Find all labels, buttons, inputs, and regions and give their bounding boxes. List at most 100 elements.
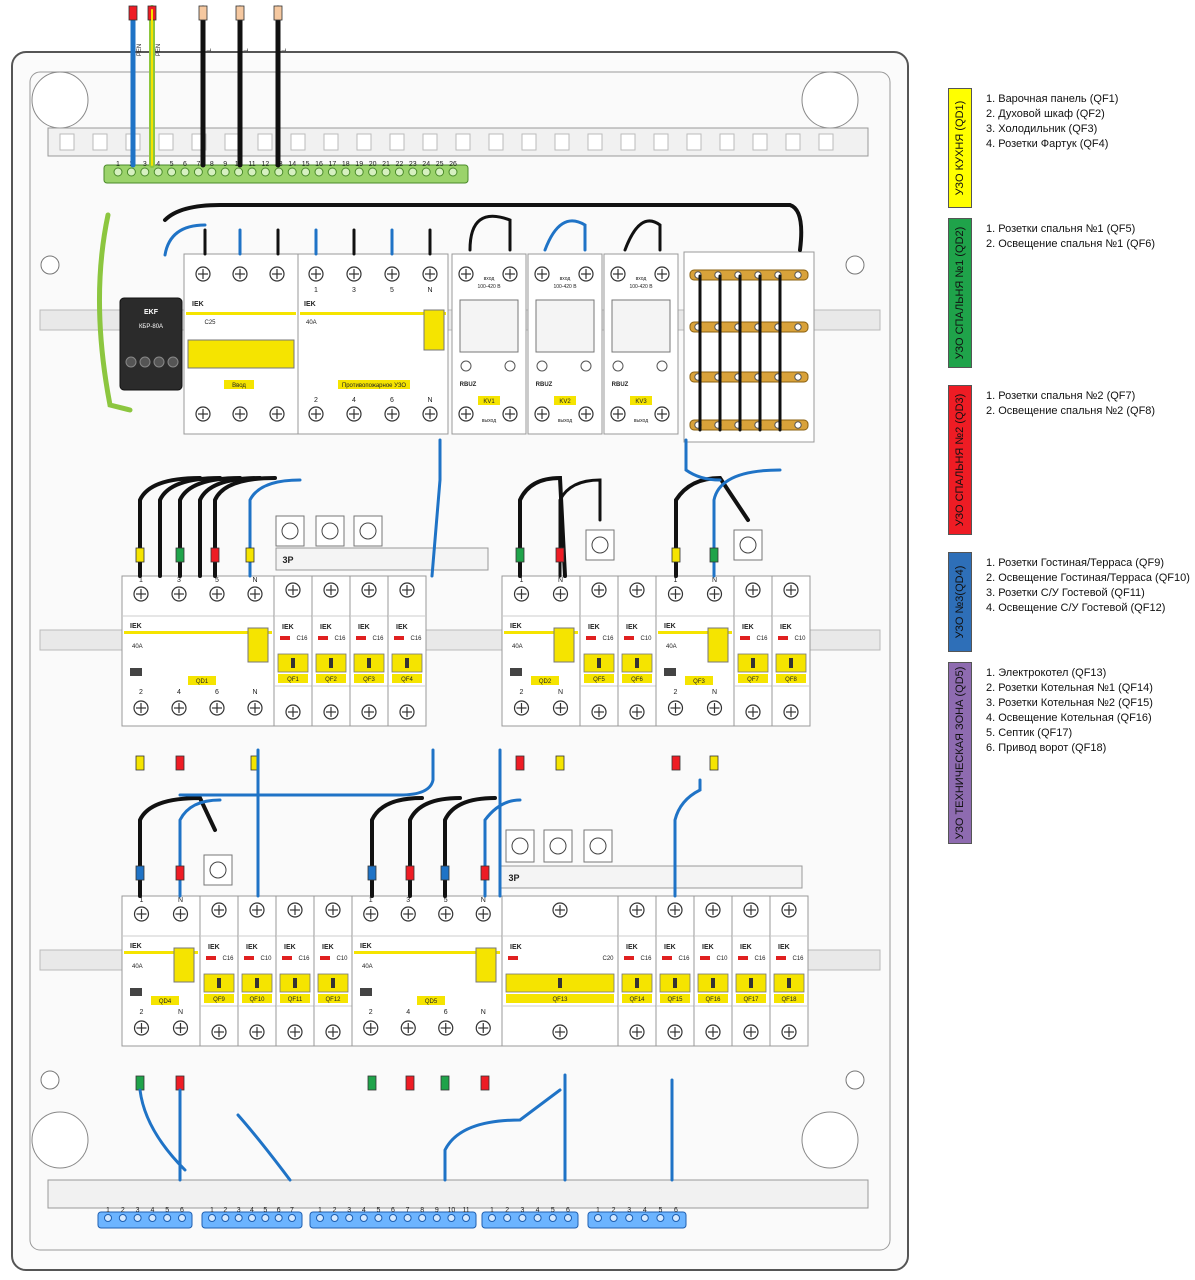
legend-item: 3. Холодильник (QF3) [986, 123, 1098, 135]
bar-number: 20 [369, 161, 377, 168]
wire-marker [175, 865, 185, 881]
rail-slot [290, 133, 306, 151]
pole-number: N [252, 689, 257, 696]
bar-screw [394, 167, 404, 177]
bar-screw [126, 167, 136, 177]
wire-marker [175, 755, 185, 771]
breaker-qf17 [731, 895, 771, 1047]
breaker-qf1 [273, 575, 313, 727]
cable-label: L [244, 48, 250, 52]
brand-logo: IEK [780, 624, 792, 631]
test-button [510, 668, 522, 676]
bar-screw [421, 167, 431, 177]
breaker-label-plate [660, 994, 690, 1003]
bar-screw [288, 1214, 296, 1222]
cable-marker [198, 5, 208, 21]
rcd-rating: 40A [512, 644, 523, 650]
bar-number: 7 [406, 1207, 410, 1214]
neutral-return [236, 1113, 292, 1182]
pole-number: N [558, 689, 563, 696]
bar-number: 8 [420, 1207, 424, 1214]
indicator [662, 956, 672, 960]
bar-screw [656, 1214, 665, 1222]
brand-logo: IEK [626, 624, 638, 631]
breaker-qf2 [311, 575, 351, 727]
brand-logo: IEK [282, 624, 294, 631]
legend-item: 3. Розетки С/У Гостевой (QF11) [986, 587, 1145, 599]
comb-busbar-3p [499, 865, 803, 889]
rail-slot [686, 133, 702, 151]
legend-item: 2. Освещение спальня №1 (QF6) [986, 238, 1156, 250]
pole-number: N [178, 897, 183, 904]
relay-out-label: выход [482, 418, 496, 424]
legend-items: 1. Розетки Гостиная/Терраса (QF9)2. Осве… [986, 556, 1190, 616]
rcd-strip [354, 951, 500, 954]
test-button [664, 668, 676, 676]
intro-brand: IEK [192, 301, 204, 308]
bar-screw [207, 167, 217, 177]
breaker-qf12 [313, 895, 353, 1047]
breaker-label: QF3 [363, 677, 375, 683]
pole-number: 2 [140, 1009, 144, 1016]
bar-number: 5 [263, 1207, 267, 1214]
pole-number: 1 [140, 897, 144, 904]
breaker-label: QF12 [325, 997, 341, 1003]
rail-slot [488, 133, 504, 151]
ups-screw [139, 356, 151, 368]
rcd-label-plate [417, 996, 445, 1005]
breaker-label: QF10 [249, 997, 265, 1003]
breaker-rating: C16 [334, 636, 346, 642]
connector-screw [739, 536, 757, 554]
bar-number: 3 [347, 1207, 351, 1214]
ups-screw [153, 356, 165, 368]
breaker-label: QF11 [288, 997, 303, 1003]
breaker-rating: C16 [602, 636, 614, 642]
breaker-label: QF15 [667, 997, 683, 1003]
neutral-wire [248, 478, 302, 578]
pole-number: 2 [674, 689, 678, 696]
pole-number: 3 [177, 577, 181, 584]
breaker-label: QF14 [629, 997, 645, 1003]
relay-button [460, 360, 472, 372]
neutral-wire [163, 223, 207, 257]
legend-color-bar: УЗО КУХНЯ (QD1) [948, 88, 972, 208]
relay-in-label: вход [636, 276, 647, 282]
ups-screw [167, 356, 179, 368]
bar-screw [260, 167, 270, 177]
bar-screw [503, 1214, 512, 1222]
legend-item: 1. Розетки спальня №1 (QF5) [986, 223, 1136, 235]
relay-label-plate [554, 396, 576, 405]
wire-marker [440, 865, 450, 881]
brand-logo: IEK [510, 623, 522, 630]
bar-number: 14 [288, 161, 296, 168]
rail-slot [752, 133, 768, 151]
busbar-connector [275, 515, 305, 547]
breaker-qf18 [769, 895, 809, 1047]
toggle-mark [789, 658, 793, 668]
rcd-label-plate [531, 676, 559, 685]
breaker-label: QF5 [593, 677, 605, 683]
bus-screw [794, 421, 802, 429]
breaker-rating: C20 [602, 956, 614, 962]
breaker-label: QF6 [631, 677, 643, 683]
breaker-rating: C16 [640, 956, 652, 962]
wire-marker [440, 1075, 450, 1091]
mounting-hole [40, 1070, 60, 1090]
bar-number: 6 [674, 1207, 678, 1214]
indicator [282, 956, 292, 960]
bar-screw [403, 1214, 412, 1222]
indicator [206, 956, 216, 960]
brand-logo: IEK [742, 624, 754, 631]
connector-screw [549, 837, 567, 855]
bar-number: 7 [196, 161, 200, 168]
rail-slot [92, 133, 108, 151]
pole-number: N [712, 577, 717, 584]
bar-screw [447, 1214, 456, 1222]
bar-screw [247, 167, 257, 177]
legend-item: 4. Освещение С/У Гостевой (QF12) [986, 602, 1166, 614]
pole-number: 2 [314, 397, 318, 404]
wire-marker [367, 865, 377, 881]
wire-marker [480, 865, 490, 881]
breaker-qf6 [617, 575, 657, 727]
relay-model: RBUZ [536, 382, 553, 388]
